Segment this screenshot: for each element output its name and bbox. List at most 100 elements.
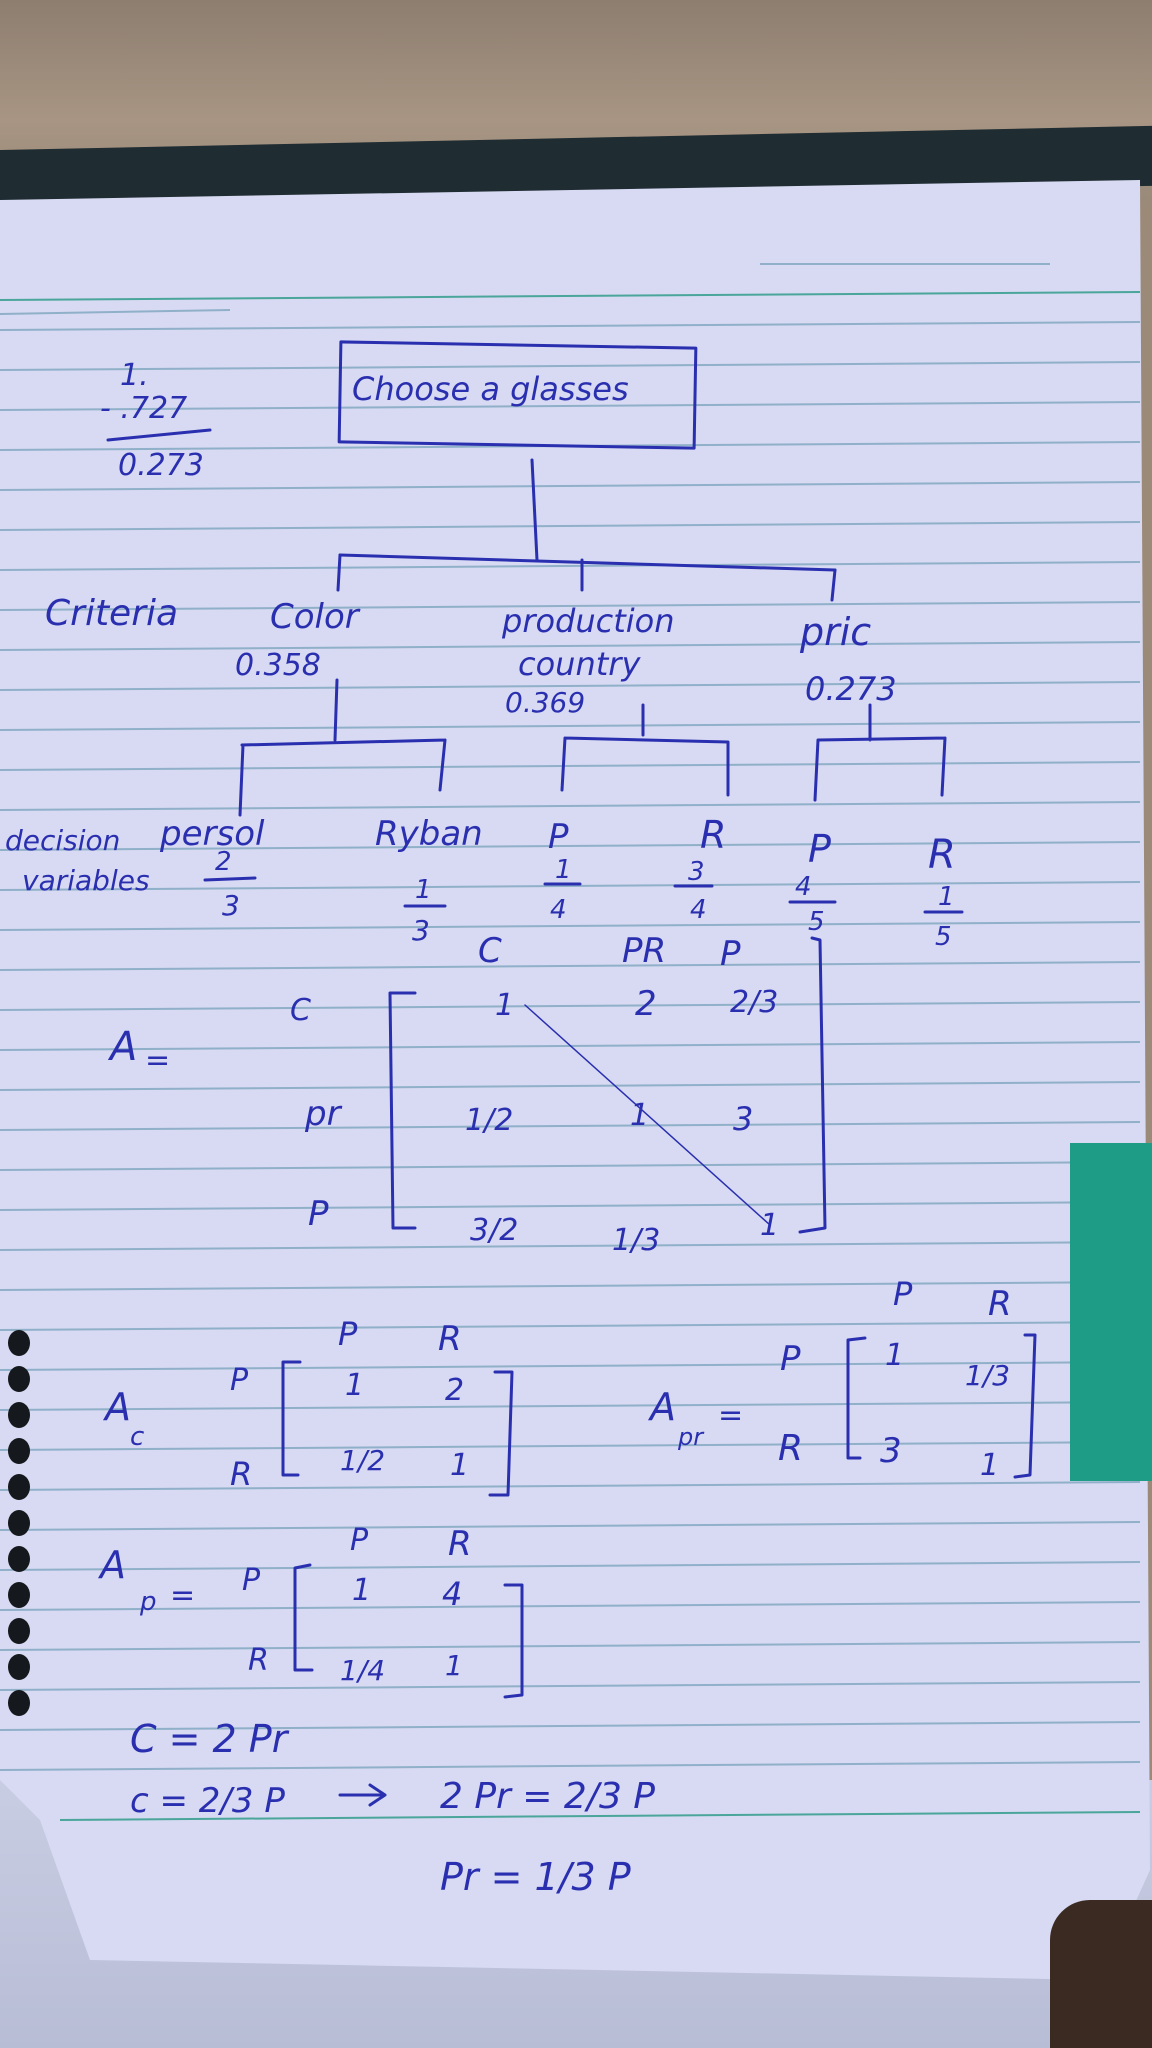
goal-connector xyxy=(530,458,539,562)
matrix-a-col-0: C xyxy=(478,931,502,971)
matrix-apr-right-bracket xyxy=(1013,1333,1037,1479)
matrix-a-cell-0-2: 2/3 xyxy=(730,985,778,1020)
matrix-apr-cell-0-1: 1/3 xyxy=(965,1359,1010,1392)
matrix-apr-row-1: R xyxy=(778,1428,803,1469)
matrix-a-label: A xyxy=(107,1024,137,1070)
goal-box xyxy=(337,340,698,450)
matrix-ac-cell-0-0: 1 xyxy=(345,1368,364,1403)
matrix-ap-sub: p xyxy=(139,1587,157,1617)
equation-1: C = 2 Pr xyxy=(130,1717,290,1761)
thumb xyxy=(1050,1900,1152,2048)
matrix-ap-right-bracket xyxy=(503,1583,524,1699)
arrow-icon xyxy=(338,1783,387,1807)
matrix-apr-label: A xyxy=(647,1385,676,1429)
matrix-ac-sub: c xyxy=(130,1422,144,1452)
criterion-color-weight: 0.358 xyxy=(235,648,321,683)
matrix-ap-row-1: R xyxy=(248,1643,269,1678)
matrix-ap-left-bracket xyxy=(293,1563,314,1672)
matrix-a-cell-2-0: 3/2 xyxy=(470,1213,518,1248)
criteria-bar xyxy=(338,553,837,572)
matrix-a-col-2: P xyxy=(720,934,741,974)
calc-line2: - .727 xyxy=(100,391,187,426)
decision-label-1: decision xyxy=(5,824,120,857)
alt-persol-den: 3 xyxy=(222,889,240,922)
matrix-apr-col-1: R xyxy=(988,1284,1012,1324)
alt-ryban-num: 1 xyxy=(415,875,432,905)
matrix-a-col-1: PR xyxy=(622,931,666,971)
matrix-a-cell-1-1: 1 xyxy=(630,1098,649,1133)
matrix-a-row-0: C xyxy=(290,993,311,1028)
svg-text:=: = xyxy=(145,1043,170,1078)
color-branches xyxy=(238,678,447,817)
alt-r1-den: 4 xyxy=(690,895,707,925)
matrix-apr-row-0: P xyxy=(780,1339,801,1379)
matrix-ap-cell-1-1: 1 xyxy=(445,1649,463,1682)
criterion-country-name-1: production xyxy=(501,602,675,640)
matrix-ac-row-0: P xyxy=(230,1363,249,1398)
matrix-apr-cell-1-0: 3 xyxy=(880,1431,902,1471)
matrix-a-cell-2-2: 1 xyxy=(760,1208,779,1243)
matrix-a-cell-1-0: 1/2 xyxy=(465,1103,513,1138)
matrix-a-row-2: P xyxy=(308,1194,329,1234)
spiral-binding xyxy=(0,1330,40,1750)
alt-p2-den: 5 xyxy=(808,907,825,937)
calc-line1: 1. xyxy=(120,358,149,393)
matrix-ap-col-0: P xyxy=(350,1523,369,1558)
criterion-price-weight: 0.273 xyxy=(805,670,897,708)
decision-label-2: variables xyxy=(22,864,150,897)
matrix-a-cell-2-1: 1/3 xyxy=(612,1223,660,1258)
equation-3: 2 Pr = 2/3 P xyxy=(440,1776,655,1817)
matrix-ap-label: A xyxy=(97,1543,126,1587)
notebook-page xyxy=(0,180,1150,1980)
matrix-a-cell-0-1: 2 xyxy=(635,984,657,1024)
alt-p1-name: P xyxy=(548,817,569,857)
matrix-ac-col-0: P xyxy=(338,1315,358,1353)
goal-text: Choose a glasses xyxy=(352,370,629,408)
matrix-ap-cell-1-0: 1/4 xyxy=(340,1654,385,1687)
svg-text:=: = xyxy=(718,1398,743,1433)
alt-persol-name: persol xyxy=(159,814,265,854)
price-branches xyxy=(813,703,947,802)
calc-bar xyxy=(106,428,212,442)
matrix-ap-col-1: R xyxy=(448,1524,472,1564)
matrix-ac-cell-0-1: 2 xyxy=(445,1373,464,1408)
alt-persol-num: 2 xyxy=(215,847,232,877)
matrix-ac-row-1: R xyxy=(230,1455,252,1493)
matrix-a-diagonal xyxy=(524,1004,771,1226)
matrix-a-cell-0-0: 1 xyxy=(495,988,514,1023)
matrix-a-cell-1-2: 3 xyxy=(733,1100,753,1138)
matrix-ap-cell-0-1: 4 xyxy=(442,1575,462,1613)
alt-ryban-name: Ryban xyxy=(375,814,483,854)
alt-p1-den: 4 xyxy=(550,895,567,925)
matrix-ac-label: A xyxy=(102,1385,131,1429)
matrix-apr-left-bracket xyxy=(846,1336,867,1460)
alt-r2-num: 1 xyxy=(938,882,955,912)
alt-p2-name: P xyxy=(808,827,831,871)
equation-2: c = 2/3 P xyxy=(130,1781,285,1821)
matrix-a-left-bracket xyxy=(388,991,417,1230)
criteria-ticks xyxy=(336,553,837,602)
criterion-country-weight: 0.369 xyxy=(505,686,585,719)
matrix-apr-col-0: P xyxy=(893,1275,913,1313)
matrix-ac-cell-1-0: 1/2 xyxy=(340,1444,385,1477)
matrix-ac-right-bracket xyxy=(488,1370,514,1497)
alt-p2-num: 4 xyxy=(795,872,812,902)
equation-4: Pr = 1/3 P xyxy=(440,1855,631,1899)
matrix-apr-cell-1-1: 1 xyxy=(980,1448,999,1483)
matrix-a-row-1: pr xyxy=(304,1094,343,1134)
matrix-ap-row-0: P xyxy=(242,1563,261,1598)
page-divider-tab xyxy=(1070,1143,1152,1481)
criterion-color-name: Color xyxy=(270,597,361,637)
matrix-apr-sub: pr xyxy=(677,1423,705,1451)
calc-result: 0.273 xyxy=(118,448,204,483)
alt-r2-name: R xyxy=(928,832,956,878)
country-branches xyxy=(560,703,730,797)
svg-text:=: = xyxy=(170,1578,195,1613)
matrix-a-right-bracket xyxy=(798,936,827,1234)
matrix-apr-cell-0-0: 1 xyxy=(885,1338,904,1373)
criterion-country-name-2: country xyxy=(518,645,641,683)
alt-r2-den: 5 xyxy=(935,922,952,952)
matrix-ac-left-bracket xyxy=(281,1360,302,1477)
matrix-ac-cell-1-1: 1 xyxy=(450,1448,469,1483)
